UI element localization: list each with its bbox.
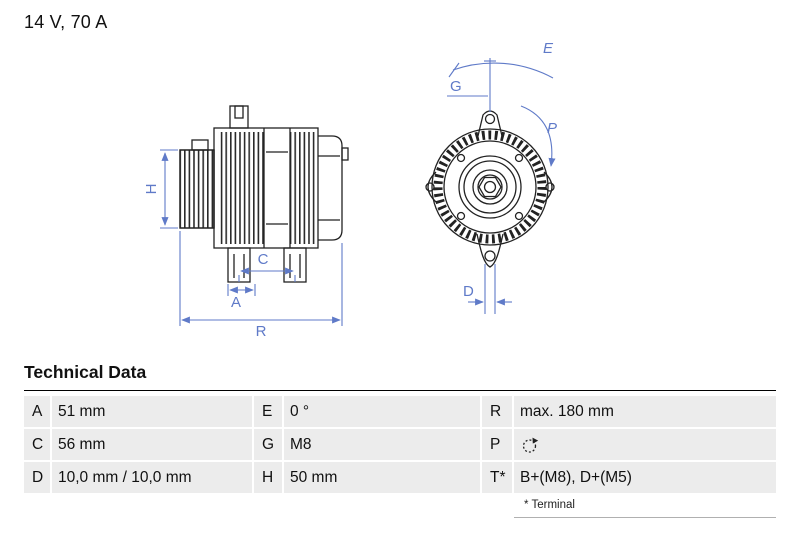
- right-lug: [543, 171, 553, 203]
- table-key-r: R: [482, 396, 512, 427]
- top-bolt-hole: [484, 113, 496, 125]
- dim-label-g: G: [450, 78, 462, 95]
- terminal-stud: [341, 147, 349, 161]
- table-val-a: 51 mm: [52, 396, 252, 427]
- technical-data-section: Technical Data A 51 mm E 0 ° R max. 180 …: [24, 362, 776, 518]
- dim-label-d: D: [463, 283, 474, 300]
- alternator-front-view: [425, 110, 555, 268]
- pulley-front: [458, 155, 522, 219]
- table-key-t: T*: [482, 462, 512, 493]
- front-housing: [213, 127, 319, 249]
- cooling-fins-left: [218, 132, 264, 244]
- technical-data-table: A 51 mm E 0 ° R max. 180 mm C 56 mm G M8…: [24, 396, 776, 493]
- dim-label-h: H: [143, 184, 160, 195]
- top-lug: [229, 105, 249, 129]
- table-val-e: 0 °: [284, 396, 480, 427]
- table-val-r: max. 180 mm: [514, 396, 776, 427]
- front-view-dimension-lines: [447, 58, 556, 314]
- table-key-a: A: [24, 396, 50, 427]
- side-view-dim-labels: H A C R: [143, 184, 269, 340]
- table-val-g: M8: [284, 429, 480, 460]
- rotation-arrow-p: [520, 105, 556, 167]
- alternator-side-view: [179, 105, 349, 283]
- table-val-t: B+(M8), D+(M5): [514, 462, 776, 493]
- shaft-nut-hex: [478, 176, 502, 198]
- terminal-footnote: * Terminal: [514, 495, 776, 518]
- table-key-e: E: [254, 396, 282, 427]
- dim-label-p: P: [547, 120, 557, 137]
- table-val-p: [514, 429, 776, 460]
- table-key-g: G: [254, 429, 282, 460]
- side-view-dimension-lines: [160, 149, 343, 326]
- table-val-h: 50 mm: [284, 462, 480, 493]
- dim-label-a: A: [231, 294, 241, 311]
- angle-arc-e: [452, 62, 554, 79]
- product-rating: 14 V, 70 A: [24, 12, 108, 32]
- table-key-d: D: [24, 462, 50, 493]
- technical-data-title: Technical Data: [24, 362, 776, 391]
- table-key-c: C: [24, 429, 50, 460]
- front-view-dim-labels: E G P D: [450, 40, 557, 300]
- radial-fins: [433, 130, 547, 244]
- table-key-h: H: [254, 462, 282, 493]
- dim-label-r: R: [256, 323, 267, 340]
- pulley-grooves: [179, 149, 215, 229]
- bottom-mounting-ear: [476, 233, 504, 268]
- left-lug: [427, 171, 437, 203]
- footnote-row: * Terminal: [24, 495, 776, 518]
- table-val-c: 56 mm: [52, 429, 252, 460]
- table-key-p: P: [482, 429, 512, 460]
- rear-housing: [318, 135, 343, 241]
- alternator-technical-drawing: H A C R: [143, 40, 557, 340]
- bottom-bolt-hole: [484, 250, 496, 262]
- rotation-direction-icon: [522, 437, 539, 453]
- dim-label-e: E: [543, 40, 554, 57]
- dim-label-c: C: [258, 251, 269, 268]
- table-val-d: 10,0 mm / 10,0 mm: [52, 462, 252, 493]
- cooling-fins-right: [290, 132, 316, 244]
- shaft-nut: [191, 139, 209, 151]
